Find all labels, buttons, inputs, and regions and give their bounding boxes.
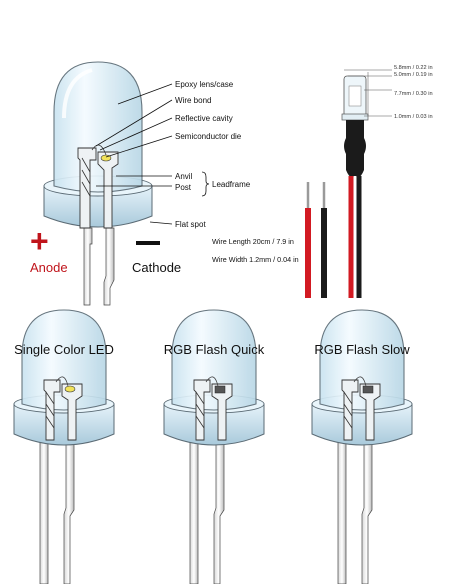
variant-lead-cathode — [213, 439, 225, 584]
variant-wire-bond — [55, 376, 69, 387]
variant-label: RGB Flash Quick — [164, 342, 265, 357]
plus-sign: + — [30, 223, 49, 259]
variant-wire-bond — [353, 376, 367, 387]
label-semiconductor-die: Semiconductor die — [175, 132, 242, 141]
label-flat-spot: Flat spot — [175, 220, 206, 229]
dim-width-inner: 5.0mm / 0.19 in — [394, 72, 433, 78]
variant-chip — [214, 385, 226, 394]
label-wire-bond: Wire bond — [175, 96, 211, 105]
variant-2: RGB Flash Quick — [163, 309, 265, 584]
variant-anvil — [211, 383, 233, 441]
label-post: Post — [175, 183, 192, 192]
label-reflective-cavity: Reflective cavity — [175, 114, 233, 123]
led-leads — [83, 227, 115, 306]
variant-label: RGB Flash Slow — [314, 342, 410, 357]
dim-rim: 1.0mm / 0.03 in — [394, 114, 433, 120]
dim-height: 7.7mm / 0.30 in — [394, 91, 433, 97]
variant-lead-cathode — [361, 439, 373, 584]
label-epoxy: Epoxy lens/case — [175, 80, 234, 89]
wire-length: Wire Length 20cm / 7.9 in — [212, 237, 294, 246]
variant-lead-cathode — [63, 439, 75, 584]
dim-width-outer: 5.8mm / 0.22 in — [394, 65, 433, 71]
variant-lead-anode — [189, 439, 199, 584]
wired-led: 5.8mm / 0.22 in 5.0mm / 0.19 in 7.7mm / … — [212, 65, 433, 298]
variant-lead-anode — [337, 439, 347, 584]
variant-3: RGB Flash Slow — [311, 309, 413, 584]
wire-red-end — [305, 208, 311, 298]
wire-black-end — [321, 208, 327, 298]
variant-dome — [21, 309, 107, 411]
variant-die — [64, 385, 76, 393]
variant-post-hatch — [343, 391, 353, 429]
label-anode: Anode — [30, 260, 68, 275]
leadframe-brace — [201, 171, 210, 197]
variant-chip — [362, 385, 374, 394]
variant-dome — [319, 309, 405, 411]
variant-post-hatch — [195, 391, 205, 429]
minus-sign — [136, 241, 160, 245]
heat-shrink — [344, 120, 366, 178]
variant-1: Single Color LED — [13, 309, 115, 584]
label-leadframe: Leadframe — [212, 180, 251, 189]
label-anvil: Anvil — [175, 172, 193, 181]
led-anatomy: Epoxy lens/case Wire bond Reflective cav… — [30, 61, 251, 306]
variant-dome — [171, 309, 257, 411]
epoxy-lens — [53, 61, 143, 193]
variant-post-hatch — [45, 391, 55, 429]
variant-wire-bond — [205, 376, 219, 387]
led-variants: Single Color LED RGB Flash Quick RGB Flash… — [13, 309, 413, 584]
variant-lead-anode — [39, 439, 49, 584]
wire-width: Wire Width 1.2mm / 0.04 in — [212, 255, 299, 264]
variant-anvil — [359, 383, 381, 441]
variant-anvil — [61, 383, 83, 441]
variant-label: Single Color LED — [14, 342, 114, 357]
label-cathode: Cathode — [132, 260, 181, 275]
